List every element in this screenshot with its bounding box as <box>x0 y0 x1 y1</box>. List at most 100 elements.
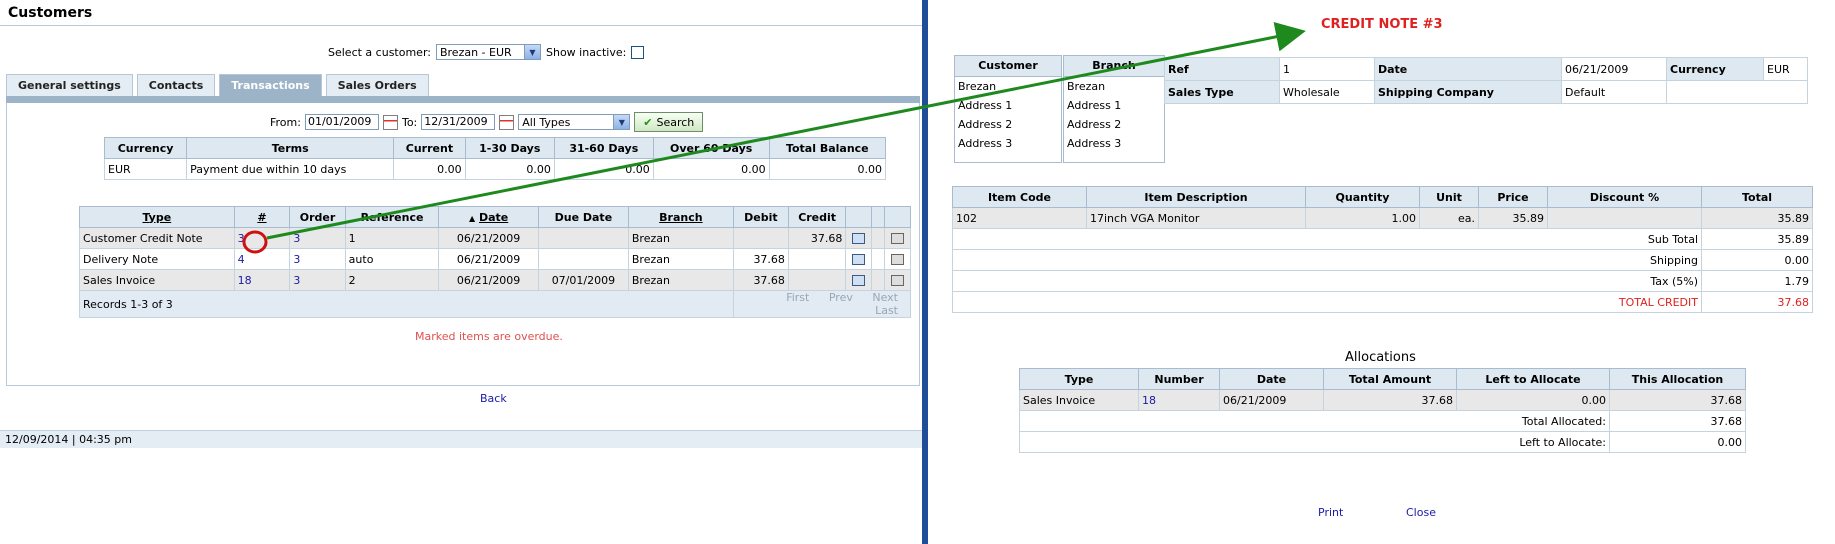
cell-due-date <box>537 248 629 270</box>
col-alloc-type: Type <box>1019 368 1139 390</box>
col-branch[interactable]: Branch <box>627 206 734 228</box>
print-icon[interactable] <box>890 275 904 286</box>
cell-reference: auto <box>344 248 440 270</box>
credit-note-window: CREDIT NOTE #3 Customer Brezan Address 1… <box>928 0 1835 544</box>
invoice-number-link[interactable]: 18 <box>1142 393 1156 407</box>
sales-type-value: Wholesale <box>1279 80 1375 104</box>
address-line: Brezan <box>1067 80 1106 93</box>
col-view <box>845 206 873 228</box>
cell-print <box>883 269 912 291</box>
aging-header-row: Currency Terms Current 1-30 Days 31-60 D… <box>103 137 887 159</box>
col-order: Order <box>289 206 346 228</box>
table-row: 102 17inch VGA Monitor 1.00 ea. 35.89 35… <box>952 207 1813 229</box>
view-icon[interactable] <box>852 233 866 244</box>
from-date-input[interactable]: 01/01/2009 <box>304 114 379 130</box>
ref-value: 1 <box>1279 57 1375 81</box>
print-icon[interactable] <box>890 254 904 265</box>
col-total-balance: Total Balance <box>768 137 887 159</box>
last-page-link[interactable]: Last <box>875 304 898 317</box>
cell: 0.00 <box>652 158 770 180</box>
col-type[interactable]: Type <box>79 206 235 228</box>
pagination-links: First Prev Next Last <box>732 290 912 318</box>
col-discount: Discount % <box>1547 186 1702 208</box>
address-line: Address 1 <box>958 99 1013 112</box>
address-line: Address 2 <box>958 118 1013 131</box>
tax-row: Tax (5%) 1.79 <box>952 270 1813 292</box>
aging-table: Currency Terms Current 1-30 Days 31-60 D… <box>103 137 887 180</box>
customer-select[interactable]: Brezan - EUR ▼ <box>435 44 541 60</box>
col-number[interactable]: # <box>233 206 291 228</box>
tab-sales-orders[interactable]: Sales Orders <box>325 74 429 97</box>
table-row: Sales Invoice 18 06/21/2009 37.68 0.00 3… <box>1019 389 1746 411</box>
table-row: Customer Credit Note 3 3 1 06/21/2009 Br… <box>79 227 912 249</box>
cell-debit <box>732 227 789 249</box>
show-inactive-checkbox[interactable] <box>631 45 645 59</box>
print-icon[interactable] <box>890 233 904 244</box>
tax-label: Tax (5%) <box>952 270 1702 292</box>
date-label: Date <box>1374 57 1562 81</box>
calendar-icon[interactable] <box>382 114 398 130</box>
subtotal-row: Sub Total 35.89 <box>952 228 1813 250</box>
calendar-icon[interactable] <box>499 114 515 130</box>
col-reference: Reference <box>344 206 440 228</box>
col-alloc-left: Left to Allocate <box>1456 368 1610 390</box>
cell-alloc-this: 37.68 <box>1609 389 1746 411</box>
back-link[interactable]: Back <box>480 392 507 405</box>
col-alloc-number: Number <box>1138 368 1220 390</box>
order-link[interactable]: 3 <box>293 252 301 266</box>
next-page-link[interactable]: Next <box>872 291 898 304</box>
cell-spacer <box>871 227 885 249</box>
tab-contacts[interactable]: Contacts <box>136 74 216 97</box>
cell-alloc-date: 06/21/2009 <box>1219 389 1324 411</box>
print-link[interactable]: Print <box>1318 506 1344 519</box>
customer-selector-row: Select a customer: Brezan - EUR ▼ Show i… <box>328 44 645 60</box>
cell-view <box>845 269 873 291</box>
view-icon[interactable] <box>852 275 866 286</box>
title-divider <box>0 25 922 26</box>
chevron-down-icon[interactable]: ▼ <box>523 45 540 59</box>
search-button-label: Search <box>656 115 695 129</box>
shipping-label: Shipping <box>952 249 1702 271</box>
col-unit: Unit <box>1419 186 1479 208</box>
cell-discount <box>1547 207 1702 229</box>
customers-window: Customers Select a customer: Brezan - EU… <box>0 5 922 448</box>
transaction-number-link[interactable]: 4 <box>237 252 245 266</box>
view-icon[interactable] <box>852 254 866 265</box>
type-filter-select[interactable]: All Types ▼ <box>518 114 631 130</box>
tab-transactions[interactable]: Transactions <box>219 74 322 97</box>
col-date[interactable]: ▲ Date <box>438 206 539 228</box>
chevron-down-icon[interactable]: ▼ <box>613 115 630 129</box>
sub-total-label: Sub Total <box>952 228 1702 250</box>
close-link[interactable]: Close <box>1406 506 1436 519</box>
col-1-30: 1-30 Days <box>464 137 555 159</box>
date-value: 06/21/2009 <box>1561 57 1667 81</box>
col-alloc-total: Total Amount <box>1323 368 1457 390</box>
cell-debit: 37.68 <box>732 269 789 291</box>
first-page-link[interactable]: First <box>786 291 810 304</box>
cell-number: 3 <box>233 227 291 249</box>
to-date-input[interactable]: 12/31/2009 <box>421 114 496 130</box>
customer-box-header: Customer <box>955 56 1061 77</box>
transaction-number-link[interactable]: 18 <box>237 273 252 287</box>
prev-page-link[interactable]: Prev <box>828 291 853 304</box>
cell-item-code: 102 <box>952 207 1087 229</box>
col-total: Total <box>1701 186 1813 208</box>
col-debit: Debit <box>732 206 789 228</box>
shipping-value: 0.00 <box>1701 249 1813 271</box>
cell: 0.00 <box>393 158 466 180</box>
col-alloc-this: This Allocation <box>1609 368 1746 390</box>
address-line: Address 3 <box>958 137 1013 150</box>
cell: EUR <box>103 158 188 180</box>
total-allocated-row: Total Allocated: 37.68 <box>1019 410 1746 432</box>
sort-asc-icon: ▲ <box>468 213 476 223</box>
order-link[interactable]: 3 <box>293 273 301 287</box>
order-link[interactable]: 3 <box>293 231 301 245</box>
address-line: Address 2 <box>1067 118 1122 131</box>
table-row: Sales Invoice 18 3 2 06/21/2009 07/01/20… <box>79 269 912 291</box>
search-button[interactable]: ✔ Search <box>634 112 704 132</box>
cell-alloc-left: 0.00 <box>1456 389 1610 411</box>
tab-general-settings[interactable]: General settings <box>6 74 133 97</box>
transaction-number-link[interactable]: 3 <box>237 231 245 245</box>
items-table: Item Code Item Description Quantity Unit… <box>952 186 1813 313</box>
col-alloc-date: Date <box>1219 368 1324 390</box>
